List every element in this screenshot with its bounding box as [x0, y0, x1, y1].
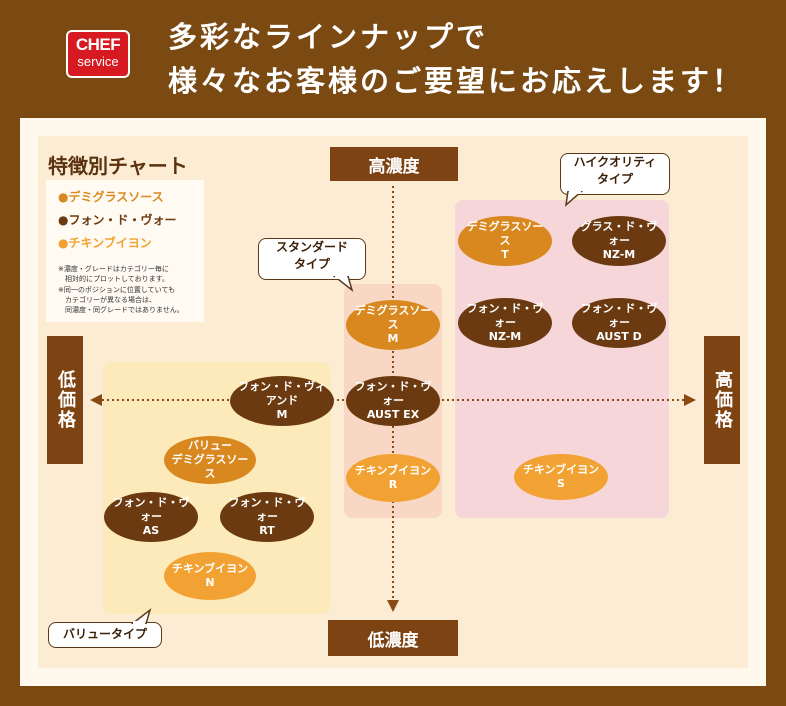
callout-value: バリュータイプ: [48, 622, 162, 648]
legend-title: 特徴別チャート: [48, 154, 188, 178]
callout-standard-tail: [332, 276, 354, 292]
axis-label-low-density: 低濃度: [328, 620, 458, 656]
product-demi-t: デミグラスソース T: [458, 216, 552, 266]
callout-value-line1: バリュータイプ: [62, 627, 147, 641]
product-fond-rt-grade: RT: [259, 524, 275, 537]
product-chicken-n-name: チキンブイヨン: [171, 562, 249, 575]
callout-standard-line1: スタンダード: [275, 240, 348, 254]
legend-note-3: ※同一のポジションに位置していても: [58, 286, 176, 294]
product-gras-nz-m-grade: NZ-M: [602, 248, 636, 261]
headline-line2: 様々なお客様のご要望にお応えします！: [168, 64, 745, 98]
legend-note-4: カテゴリーが異なる場合は、: [58, 296, 156, 304]
product-demi-m-grade: M: [387, 332, 399, 345]
product-gras-nz-m-name: グラス・ド・ヴォー: [580, 220, 658, 247]
right-arrow-icon: [684, 394, 696, 406]
product-fond-aust-ex-grade: AUST EX: [366, 408, 420, 421]
axis-label-high-price: 高価格: [704, 336, 740, 464]
product-fond-nz-m-name: フォン・ド・ヴォー: [466, 302, 544, 329]
callout-standard: スタンダード タイプ: [258, 238, 366, 280]
product-chicken-n: チキンブイヨン N: [164, 552, 256, 600]
product-demi-m-name: デミグラスソース: [354, 304, 432, 331]
legend-note-2: 相対的にプロットしております。: [58, 275, 169, 283]
product-value-demi-line2: デミグラスソース: [171, 453, 249, 480]
logo-line1: CHEF: [75, 35, 121, 54]
product-chicken-r-name: チキンブイヨン: [354, 464, 432, 477]
axis-label-low-price: 低価格: [47, 336, 83, 464]
product-demi-m: デミグラスソース M: [346, 300, 440, 350]
product-chicken-s-grade: S: [557, 477, 565, 490]
product-fond-aust-d: フォン・ド・ヴォー AUST D: [572, 298, 666, 348]
product-fond-rt-name: フォン・ド・ヴォー: [228, 496, 306, 523]
axis-label-high-density: 高濃度: [330, 147, 458, 181]
logo-line2: service: [77, 54, 119, 69]
product-fond-aust-ex: フォン・ド・ヴォー AUST EX: [346, 376, 440, 426]
product-fond-nz-m-grade: NZ-M: [488, 330, 522, 343]
product-fond-as-name: フォン・ド・ヴォー: [112, 496, 190, 523]
product-fond-nz-m: フォン・ド・ヴォー NZ-M: [458, 298, 552, 348]
product-chicken-s-name: チキンブイヨン: [522, 463, 600, 476]
callout-high-quality-tail: [564, 191, 584, 207]
product-fond-as: フォン・ド・ヴォー AS: [104, 492, 198, 542]
callout-high-quality-line2: タイプ: [596, 172, 633, 186]
product-demi-t-name: デミグラスソース: [466, 220, 544, 247]
product-fond-as-grade: AS: [142, 524, 160, 537]
callout-value-tail: [130, 608, 152, 624]
product-fond-aust-d-name: フォン・ド・ヴォー: [580, 302, 658, 329]
product-fond-vianndo-m-name: フォン・ド・ヴィアンド: [238, 380, 326, 407]
legend-box: ●デミグラスソース ●フォン・ド・ヴォー ●チキンブイヨン ※濃度・グレードはカ…: [46, 180, 204, 322]
legend-item-demi: ●デミグラスソース: [58, 190, 164, 204]
down-arrow-icon: [387, 600, 399, 612]
product-fond-vianndo-m: フォン・ド・ヴィアンド M: [230, 376, 334, 426]
header: CHEF service 多彩なラインナップで 様々なお客様のご要望にお応えしま…: [0, 0, 786, 118]
chef-service-logo: CHEF service: [66, 30, 130, 78]
product-fond-vianndo-m-grade: M: [276, 408, 288, 421]
product-fond-rt: フォン・ド・ヴォー RT: [220, 492, 314, 542]
product-chicken-n-grade: N: [205, 576, 215, 589]
product-fond-aust-d-grade: AUST D: [596, 330, 642, 343]
legend-item-chicken: ●チキンブイヨン: [58, 236, 152, 250]
product-gras-nz-m: グラス・ド・ヴォー NZ-M: [572, 216, 666, 266]
product-fond-aust-ex-name: フォン・ド・ヴォー: [354, 380, 432, 407]
product-value-demi-line1: バリュー: [188, 439, 232, 452]
product-value-demi: バリュー デミグラスソース: [164, 436, 256, 484]
callout-high-quality-line1: ハイクオリティ: [573, 155, 657, 169]
product-chicken-s: チキンブイヨン S: [514, 454, 608, 500]
product-chicken-r-grade: R: [388, 478, 398, 491]
product-demi-t-grade: T: [501, 248, 509, 261]
product-chicken-r: チキンブイヨン R: [346, 454, 440, 502]
legend-note-1: ※濃度・グレードはカテゴリー毎に: [58, 265, 169, 273]
left-arrow-icon: [90, 394, 102, 406]
legend-note-5: 同濃度・同グレードではありません。: [58, 306, 184, 314]
headline-line1: 多彩なラインナップで: [168, 20, 489, 54]
callout-high-quality: ハイクオリティ タイプ: [560, 153, 670, 195]
callout-standard-line2: タイプ: [293, 257, 330, 271]
legend-item-fond: ●フォン・ド・ヴォー: [58, 213, 177, 227]
